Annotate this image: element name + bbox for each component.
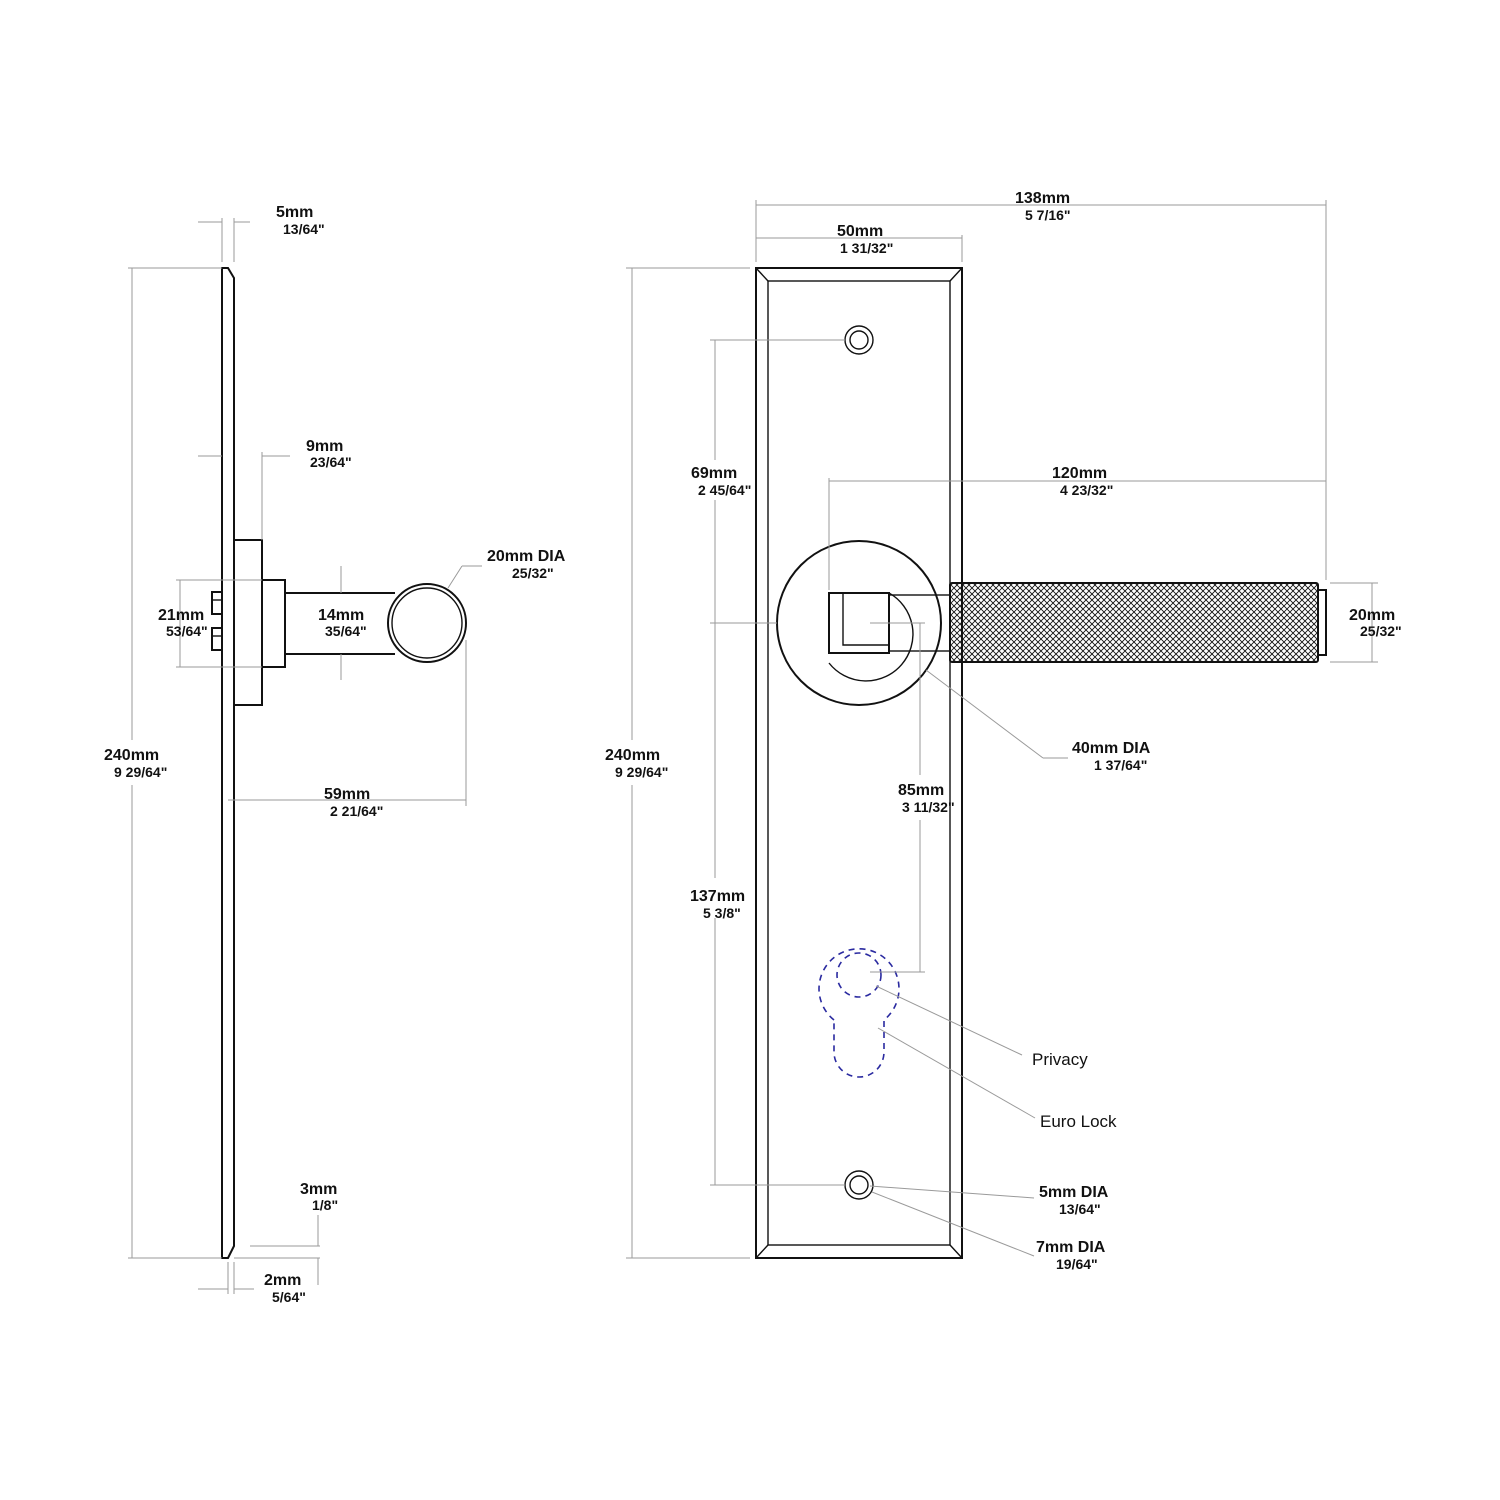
screw-head-bottom xyxy=(844,1170,874,1200)
screw-to-lever-inch: 2 45/64" xyxy=(698,482,751,498)
dim-lever-to-lock: 85mm 3 11/32" xyxy=(870,622,955,973)
grip-diameter-mm: 20mm DIA xyxy=(487,548,566,565)
dim-neck-diameter: 14mm 35/64" xyxy=(318,566,367,680)
lever-knurl xyxy=(949,582,1319,663)
rose-ring-inner xyxy=(828,592,914,682)
lever-to-screw-inch: 5 3/8" xyxy=(703,905,741,921)
screw-hole-mm: 5mm DIA xyxy=(1039,1184,1109,1201)
dim-bevel-width: 2mm 5/64" xyxy=(198,1262,306,1305)
dim-spindle-span: 21mm 53/64" xyxy=(158,579,262,668)
bevel-corner-tr xyxy=(949,267,963,282)
neck-diameter-inch: 35/64" xyxy=(325,623,367,639)
callout-privacy: Privacy xyxy=(875,985,1088,1069)
screw-head-mm: 7mm DIA xyxy=(1036,1239,1106,1256)
dim-overall-width: 138mm 5 7/16" xyxy=(755,190,1327,580)
lever-diameter-inch: 25/32" xyxy=(1360,623,1402,639)
bevel-width-inch: 5/64" xyxy=(272,1289,306,1305)
lever-to-lock-mm: 85mm xyxy=(898,782,944,799)
privacy-label: Privacy xyxy=(1032,1050,1088,1069)
lever-length-inch: 4 23/32" xyxy=(1060,482,1113,498)
callout-euro-lock: Euro Lock xyxy=(877,1027,1117,1131)
dim-grip-diameter: 20mm DIA 25/32" xyxy=(447,548,566,589)
rose-diameter-inch: 1 37/64" xyxy=(1094,757,1147,773)
projection-inch: 2 21/64" xyxy=(330,803,383,819)
lever-to-lock-inch: 3 11/32" xyxy=(902,799,955,815)
plate-width-mm: 50mm xyxy=(837,223,883,240)
rose-depth-inch: 23/64" xyxy=(310,454,352,470)
side-view: 5mm 13/64" 9mm 23/64" 20mm DIA 25/32" 21… xyxy=(104,204,566,1305)
bevel-corner-tl xyxy=(755,267,769,282)
callout-screw-hole: 5mm DIA 13/64" xyxy=(869,1184,1109,1217)
front-height-mm: 240mm xyxy=(605,747,660,764)
front-height-inch: 9 29/64" xyxy=(615,764,668,780)
spindle-span-mm: 21mm xyxy=(158,607,204,624)
lever-length-mm: 120mm xyxy=(1052,465,1107,482)
screw-hole-top xyxy=(849,330,869,350)
euro-lock-outline xyxy=(818,947,900,1078)
dim-rose-diameter: 40mm DIA 1 37/64" xyxy=(925,669,1151,773)
euro-lock-label: Euro Lock xyxy=(1040,1112,1117,1131)
dim-plate-thickness: 5mm 13/64" xyxy=(198,204,325,262)
dim-plate-width: 50mm 1 31/32" xyxy=(756,223,963,262)
screw-hole-inch: 13/64" xyxy=(1059,1201,1101,1217)
front-plate-inner xyxy=(767,280,951,1246)
screw-to-lever-mm: 69mm xyxy=(691,465,737,482)
rose-diameter-mm: 40mm DIA xyxy=(1072,740,1151,757)
dim-side-height: 240mm 9 29/64" xyxy=(104,267,222,1259)
bevel-height-inch: 1/8" xyxy=(312,1197,338,1213)
rose-inner xyxy=(842,593,889,646)
overall-width-mm: 138mm xyxy=(1015,190,1070,207)
side-grip-inner xyxy=(391,587,463,659)
spindle-span-inch: 53/64" xyxy=(166,623,208,639)
screw-hole-bottom xyxy=(849,1175,869,1195)
callout-screw-head: 7mm DIA 19/64" xyxy=(871,1191,1106,1272)
bevel-corner-br xyxy=(949,1244,963,1259)
side-height-mm: 240mm xyxy=(104,747,159,764)
rose-depth-mm: 9mm xyxy=(306,438,343,455)
side-screw-bottom xyxy=(211,627,223,651)
dim-front-height: 240mm 9 29/64" xyxy=(605,267,750,1259)
front-view: 138mm 5 7/16" 50mm 1 31/32" 240mm 9 29/6… xyxy=(605,190,1402,1272)
plate-width-inch: 1 31/32" xyxy=(840,240,893,256)
side-rose-collar xyxy=(261,579,286,668)
side-height-inch: 9 29/64" xyxy=(114,764,167,780)
plate-thickness-inch: 13/64" xyxy=(283,221,325,237)
neck-diameter-mm: 14mm xyxy=(318,607,364,624)
dim-bevel-height: 3mm 1/8" xyxy=(234,1181,338,1285)
screw-head-top xyxy=(844,325,874,355)
bevel-corner-bl xyxy=(755,1244,769,1259)
front-plate-outer xyxy=(755,267,963,1259)
dim-lever-diameter: 20mm 25/32" xyxy=(1330,582,1402,663)
lever-to-screw-mm: 137mm xyxy=(690,888,745,905)
overall-width-inch: 5 7/16" xyxy=(1025,207,1071,223)
bevel-width-mm: 2mm xyxy=(264,1272,301,1289)
screw-head-inch: 19/64" xyxy=(1056,1256,1098,1272)
side-rose xyxy=(233,539,263,706)
lever-end-cap xyxy=(1317,589,1327,656)
dim-lever-length: 120mm 4 23/32" xyxy=(828,465,1326,590)
side-plate xyxy=(221,267,235,1259)
bevel-height-mm: 3mm xyxy=(300,1181,337,1198)
side-screw-top xyxy=(211,591,223,615)
side-grip xyxy=(387,583,467,663)
grip-diameter-inch: 25/32" xyxy=(512,565,554,581)
plate-thickness-mm: 5mm xyxy=(276,204,313,221)
